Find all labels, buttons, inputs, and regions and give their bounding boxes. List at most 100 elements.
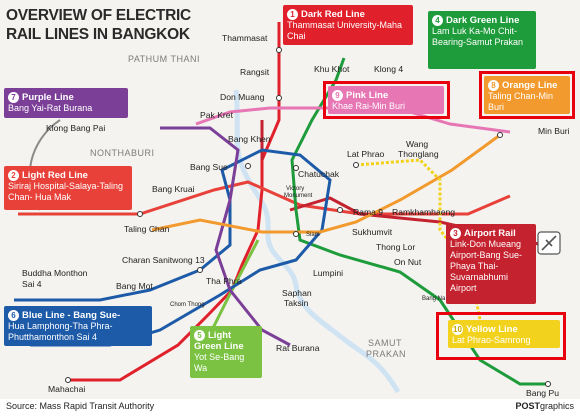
station-buddha-2: Sai 4 [22, 279, 42, 289]
station-bang-pu: Bang Pu [526, 388, 559, 398]
highlight-orange-line [479, 71, 575, 119]
legend-airport-label: Airport Rail [464, 228, 516, 239]
station-dot-mahachai [65, 377, 71, 383]
station-wang-2: Thonglang [398, 149, 439, 159]
region-samut-prakan-2: PRAKAN [366, 349, 407, 359]
station-dot-don-muang [276, 95, 282, 101]
source-note: Source: Mass Rapid Transit Authority [6, 401, 155, 411]
station-dot-min-buri [497, 132, 503, 138]
station-chom-thong: Chom Thong [170, 302, 205, 308]
station-dot-tha-phra [197, 267, 203, 273]
station-bang-mot: Bang Mot [116, 281, 153, 291]
legend-number-3: 3 [450, 228, 461, 239]
legend-light-green-label: Light Green Line [194, 330, 244, 352]
legend-number-4: 4 [432, 15, 443, 26]
station-pak-kret: Pak Kret [200, 110, 233, 120]
legend-number-2: 2 [8, 170, 19, 181]
dark-red-line [68, 22, 281, 382]
highlight-yellow-line [436, 312, 566, 360]
legend-orange-desc: Taling Chan-Min Buri [488, 91, 554, 112]
region-samut-prakan-1: SAMUT [368, 338, 402, 348]
legend-light-red-label: Light Red Line [22, 170, 88, 181]
station-rama9: Rama 9 [353, 207, 384, 217]
station-khu-khot: Khu Khot [314, 64, 350, 74]
credit-note: POSTgraphics [515, 401, 574, 411]
footer-bar [0, 399, 580, 416]
station-dot-rangsit [276, 47, 282, 53]
legend-yellow-desc: Lat Phrao-Samrong [452, 335, 531, 345]
chao-phraya-river [233, 89, 401, 394]
legend-number-1: 1 [287, 9, 298, 20]
legend-dark-red-desc: Thammasat University-Maha Chai [287, 20, 403, 41]
legend-purple-label: Purple Line [22, 92, 74, 103]
purple-line [160, 126, 291, 347]
legend-light-green-desc: Yot Se-Bang Wa [194, 352, 245, 373]
station-saphan-1: Saphan [282, 288, 312, 298]
legend-number-9: 9 [332, 90, 343, 101]
station-bang-khen: Bang Khen [228, 134, 271, 144]
station-klong4: Klong 4 [374, 64, 404, 74]
credit-bold: POST [515, 401, 540, 411]
legend-pink-label: Pink Line [346, 90, 389, 101]
title-line-1: OVERVIEW OF ELECTRIC [6, 7, 191, 24]
plane-glyph [541, 235, 557, 251]
legend-yellow-label: Yellow Line [466, 324, 518, 335]
legend-number-6: 6 [8, 310, 19, 321]
station-siam: Siam [306, 232, 320, 238]
legend-airport-desc: Link-Don Mueang Airport-Bang Sue-Phaya T… [450, 239, 523, 293]
station-dot-lat-phrao [353, 162, 359, 168]
station-dot-rama9 [337, 207, 343, 213]
station-wang-1: Wang [406, 139, 429, 149]
light-red-line [18, 180, 511, 216]
legend-blue-desc: Hua Lamphong-Tha Phra-Phutthamonthon Sai… [8, 321, 113, 342]
station-lat-phrao: Lat Phrao [347, 149, 385, 159]
legend-dark-green-label: Dark Green Line [446, 15, 520, 26]
station-on-nut: On Nut [394, 257, 422, 267]
dark-green-line [290, 57, 548, 386]
station-dot-chatuchak [293, 165, 299, 171]
station-bang-sue: Bang Sue [190, 162, 228, 172]
station-rangsit: Rangsit [240, 67, 270, 77]
station-mahachai: Mahachai [48, 384, 86, 394]
station-buddha-1: Buddha Monthon [22, 268, 88, 278]
station-dot-bang-pu [545, 381, 551, 387]
region-nonthaburi: NONTHABURI [90, 148, 155, 158]
station-don-muang: Don Muang [220, 92, 265, 102]
orange-line [151, 133, 501, 234]
station-tha-phra: Tha Phra [206, 276, 242, 286]
station-dot-siam [293, 231, 299, 237]
station-rat-burana: Rat Burana [276, 343, 320, 353]
station-bang-na: Bang Na [422, 296, 446, 302]
legend-blue-label: Blue Line - Bang Sue- [22, 310, 121, 321]
legend-light-red-desc: Siriraj Hospital-Salaya-Taling Chan- Hua… [8, 181, 124, 202]
station-min-buri: Min Buri [538, 126, 570, 136]
legend-number-7: 7 [8, 92, 19, 103]
map-title: OVERVIEW OF ELECTRIC RAIL LINES IN BANGK… [6, 6, 191, 44]
title-line-2: RAIL LINES IN BANGKOK [6, 26, 190, 43]
station-dot-bang-sue [245, 163, 251, 169]
station-charan: Charan Sanitwong 13 [122, 255, 205, 265]
legend-dark-green-desc: Lam Luk Ka-Mo Chit-Bearing-Samut Prakan [432, 26, 524, 47]
station-thong-lor: Thong Lor [376, 242, 416, 252]
station-victory-1: Victory [286, 186, 305, 192]
legend-number-5: 5 [194, 330, 205, 341]
